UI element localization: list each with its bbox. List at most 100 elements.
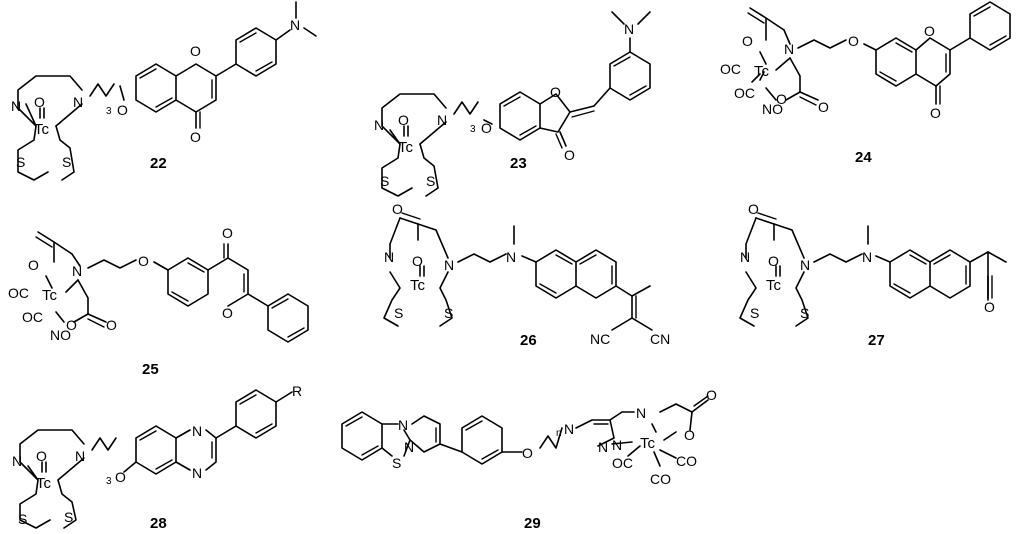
atom-O: O xyxy=(848,33,859,49)
atom-O: O xyxy=(117,102,128,118)
atom-Tc: Tc xyxy=(766,277,782,294)
subscript-3: 3 xyxy=(106,106,112,117)
atom-N: N xyxy=(384,249,394,265)
atom-S: S xyxy=(16,154,25,170)
atom-N: N xyxy=(740,249,750,265)
atom-S: S xyxy=(62,154,71,170)
atom-O: O xyxy=(115,469,126,485)
atom-CO: CO xyxy=(650,471,671,487)
atom-Tc: Tc xyxy=(36,475,52,492)
compound-label: 22 xyxy=(150,155,167,172)
atom-NO: NO xyxy=(50,327,71,343)
compound-label: 24 xyxy=(855,149,872,166)
atom-Tc: Tc xyxy=(34,121,50,138)
atom-N: N xyxy=(398,417,408,433)
atom-CO: CO xyxy=(676,453,697,469)
atom-O: O xyxy=(36,448,47,464)
compound-label: 27 xyxy=(868,332,885,349)
atom-O: O xyxy=(984,299,995,315)
atom-S: S xyxy=(750,305,759,321)
atom-N: N xyxy=(404,439,414,455)
atom-N: N xyxy=(192,423,202,439)
atom-S: S xyxy=(394,305,403,321)
atom-N: N xyxy=(612,437,622,453)
atom-OC: OC xyxy=(22,309,43,325)
atom-N: N xyxy=(437,112,447,128)
atom-OC: OC xyxy=(8,285,29,301)
atom-O: O xyxy=(222,305,233,321)
compound-label: 25 xyxy=(142,361,159,378)
atom-R: R xyxy=(292,383,302,399)
atom-N: N xyxy=(636,405,646,421)
compound-23: N N O Tc S S 3 O O O N 23 xyxy=(374,11,651,197)
atom-NC: NC xyxy=(590,331,610,347)
atom-O: O xyxy=(930,105,941,121)
atom-O: O xyxy=(412,253,423,269)
atom-N: N xyxy=(624,21,634,37)
atom-Tc: Tc xyxy=(754,63,770,80)
atom-O: O xyxy=(34,94,45,110)
atom-N: N xyxy=(192,465,202,481)
atom-O: O xyxy=(106,317,117,333)
subscript-3: 3 xyxy=(106,476,112,487)
atom-Tc: Tc xyxy=(42,287,58,304)
atom-S: S xyxy=(18,511,27,527)
atom-N: N xyxy=(784,41,794,57)
compound-24: O N Tc OC OC NO O O O O O 24 xyxy=(720,1,1011,166)
atom-N: N xyxy=(444,257,454,273)
compound-27: N N O O Tc S S N O 27 xyxy=(739,201,1007,349)
compound-label: 29 xyxy=(524,515,541,532)
atom-N: N xyxy=(374,117,384,133)
atom-N: N xyxy=(75,448,85,464)
atom-O: O xyxy=(768,253,779,269)
atom-N: N xyxy=(72,263,82,279)
compound-label: 28 xyxy=(150,515,167,532)
atom-S: S xyxy=(800,305,809,321)
atom-O: O xyxy=(550,84,561,100)
atom-S: S xyxy=(426,173,435,189)
atom-O: O xyxy=(522,445,533,461)
atom-O: O xyxy=(190,43,201,59)
atom-CN: CN xyxy=(650,331,670,347)
atom-O: O xyxy=(748,201,759,217)
atom-N: N xyxy=(800,257,810,273)
compound-22: N N O Tc S S 3 O O O N 22 xyxy=(11,1,317,181)
atom-N: N xyxy=(862,249,872,265)
atom-N: N xyxy=(11,98,21,114)
compound-25: O N Tc OC OC NO O O O O O 25 xyxy=(8,225,309,378)
atom-N: N xyxy=(12,453,22,469)
subscript-n: n xyxy=(556,428,562,439)
atom-O: O xyxy=(28,257,39,273)
atom-N: N xyxy=(73,94,83,110)
compound-label: 23 xyxy=(510,155,527,172)
atom-OC: OC xyxy=(734,85,755,101)
atom-OC: OC xyxy=(720,61,741,77)
compound-29: N S N O n N N N N O O Tc OC CO CO 29 xyxy=(341,387,717,532)
atom-N: N xyxy=(506,249,516,265)
atom-O: O xyxy=(742,33,753,49)
atom-O: O xyxy=(776,91,787,107)
atom-N: N xyxy=(598,439,608,455)
atom-O: O xyxy=(222,225,233,241)
atom-Tc: Tc xyxy=(640,435,656,452)
atom-N: N xyxy=(564,421,574,437)
atom-O: O xyxy=(66,317,77,333)
atom-O: O xyxy=(398,112,409,128)
atom-S: S xyxy=(444,305,453,321)
subscript-3: 3 xyxy=(470,124,476,135)
atom-NO: NO xyxy=(762,101,783,117)
compound-26: N N O O Tc S S N NC CN 26 xyxy=(383,201,670,349)
compound-28: N N O Tc S S 3 O N N R 28 xyxy=(12,383,302,532)
atom-O: O xyxy=(564,147,575,163)
atom-O: O xyxy=(706,387,717,403)
atom-S: S xyxy=(380,173,389,189)
atom-O: O xyxy=(392,201,403,217)
atom-O: O xyxy=(138,253,149,269)
atom-O: O xyxy=(684,427,695,443)
atom-S: S xyxy=(64,509,73,525)
atom-O: O xyxy=(190,129,201,145)
atom-O: O xyxy=(818,99,829,115)
atom-S: S xyxy=(392,455,401,471)
atom-Tc: Tc xyxy=(410,277,426,294)
